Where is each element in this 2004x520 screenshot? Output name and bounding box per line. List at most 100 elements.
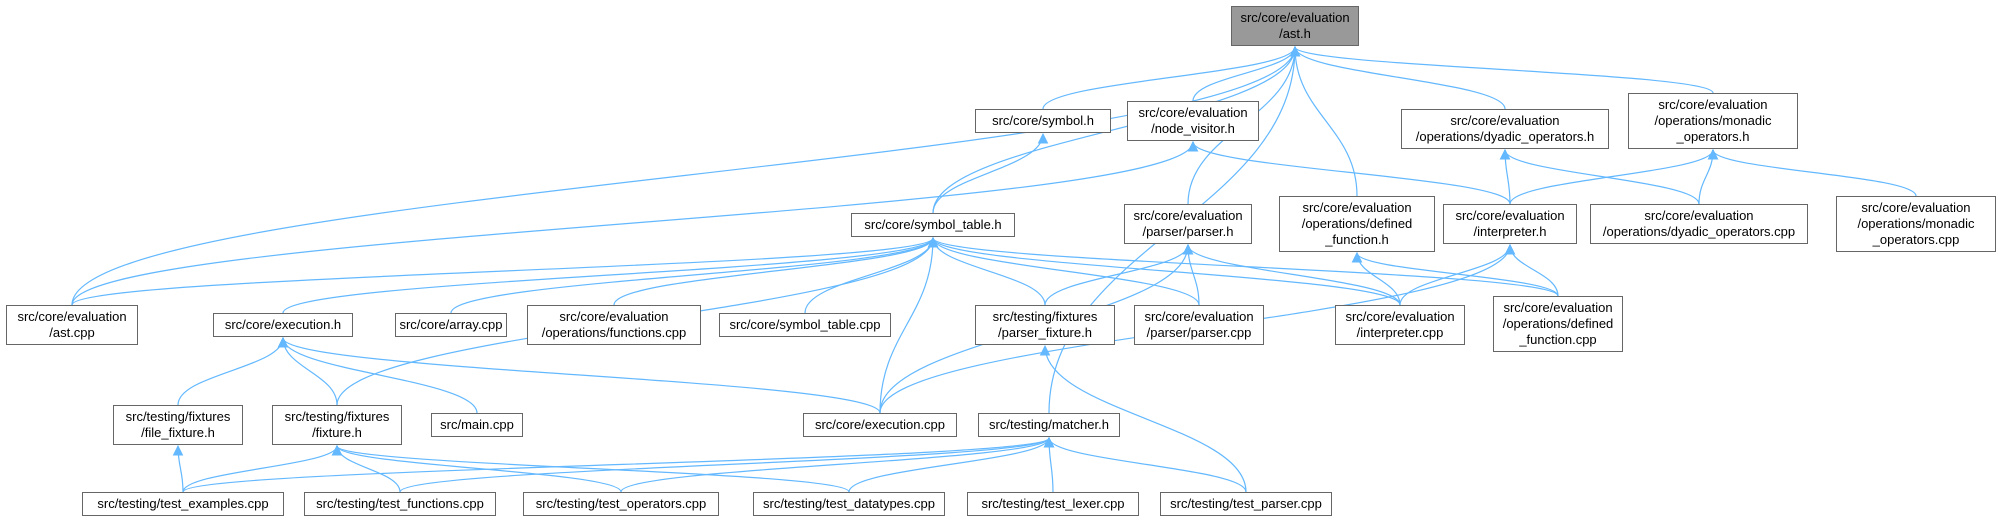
edge-test-functions-cpp-to-fixture-h xyxy=(331,444,401,493)
node-test-examples-cpp[interactable]: src/testing/test_examples.cpp xyxy=(82,492,284,516)
node-array-cpp[interactable]: src/core/array.cpp xyxy=(395,313,507,337)
node-label: src/core/evaluation /operations/defined … xyxy=(1502,300,1614,347)
node-label: src/testing/test_lexer.cpp xyxy=(981,496,1125,511)
node-label: src/core/evaluation /operations/dyadic_o… xyxy=(1602,208,1796,239)
node-label: src/core/evaluation /ast.h xyxy=(1240,10,1350,41)
node-label: src/main.cpp xyxy=(440,417,514,432)
node-ast-cpp[interactable]: src/core/evaluation /ast.cpp xyxy=(6,305,138,345)
edge-execution-h-to-symbol-table-h xyxy=(282,236,939,314)
node-label: src/core/evaluation /operations/monadic … xyxy=(1654,97,1772,144)
node-label: src/core/symbol_table.h xyxy=(864,217,1002,232)
node-label: src/testing/test_examples.cpp xyxy=(97,496,269,511)
node-parser-h[interactable]: src/core/evaluation /parser/parser.h xyxy=(1124,204,1252,244)
edge-main-cpp-to-execution-h xyxy=(277,336,478,414)
node-label: src/core/evaluation /interpreter.h xyxy=(1455,208,1565,239)
edge-ast-cpp-to-node-visitor-h xyxy=(71,140,1199,306)
edge-monadic-h-to-ast-h xyxy=(1289,45,1714,94)
node-fixture-h[interactable]: src/testing/fixtures /fixture.h xyxy=(272,405,402,445)
node-functions-cpp[interactable]: src/core/evaluation /operations/function… xyxy=(527,305,701,345)
edge-test-datatypes-cpp-to-matcher-h xyxy=(848,436,1055,493)
edge-test-operators-cpp-to-fixture-h xyxy=(331,444,622,493)
node-test-datatypes-cpp[interactable]: src/testing/test_datatypes.cpp xyxy=(753,492,945,516)
node-file-fixture-h[interactable]: src/testing/fixtures /file_fixture.h xyxy=(113,405,243,445)
node-label: src/testing/test_functions.cpp xyxy=(316,496,484,511)
edge-test-datatypes-cpp-to-fixture-h xyxy=(331,444,850,493)
edge-dyadic-cpp-to-dyadic-h xyxy=(1499,148,1700,205)
edge-defined-function-cpp-to-interpreter-h xyxy=(1504,243,1559,297)
node-label: src/core/symbol_table.cpp xyxy=(729,317,881,332)
node-label: src/testing/fixtures /file_fixture.h xyxy=(125,409,231,440)
edge-interpreter-h-to-node-visitor-h xyxy=(1187,140,1511,205)
node-test-functions-cpp[interactable]: src/testing/test_functions.cpp xyxy=(304,492,496,516)
node-defined-function-h[interactable]: src/core/evaluation /operations/defined … xyxy=(1279,196,1435,252)
node-test-lexer-cpp[interactable]: src/testing/test_lexer.cpp xyxy=(967,492,1139,516)
node-label: src/core/evaluation /parser/parser.h xyxy=(1133,208,1243,239)
node-label: src/testing/test_datatypes.cpp xyxy=(763,496,935,511)
edge-test-parser-cpp-to-parser-fixture-h xyxy=(1039,344,1247,493)
node-interpreter-cpp[interactable]: src/core/evaluation /interpreter.cpp xyxy=(1335,305,1465,345)
node-label: src/core/evaluation /operations/defined … xyxy=(1301,200,1413,247)
node-label: src/core/execution.cpp xyxy=(814,417,946,432)
edge-defined-function-h-to-ast-h xyxy=(1289,45,1358,197)
node-test-operators-cpp[interactable]: src/testing/test_operators.cpp xyxy=(523,492,719,516)
edge-dyadic-h-to-ast-h xyxy=(1289,45,1506,110)
node-matcher-h[interactable]: src/testing/matcher.h xyxy=(978,413,1120,437)
node-node-visitor-h[interactable]: src/core/evaluation /node_visitor.h xyxy=(1127,101,1259,141)
node-defined-function-cpp[interactable]: src/core/evaluation /operations/defined … xyxy=(1493,296,1623,352)
edge-test-examples-cpp-to-file-fixture-h xyxy=(172,444,184,493)
edge-symbol-h-to-ast-h xyxy=(1042,45,1301,110)
edge-test-functions-cpp-to-matcher-h xyxy=(399,436,1055,493)
edge-dyadic-cpp-to-monadic-h xyxy=(1698,148,1719,205)
node-label: src/core/evaluation /parser/parser.cpp xyxy=(1144,309,1254,340)
node-dyadic-h[interactable]: src/core/evaluation /operations/dyadic_o… xyxy=(1401,109,1609,149)
node-monadic-cpp[interactable]: src/core/evaluation /operations/monadic … xyxy=(1836,196,1996,252)
edge-parser-fixture-h-to-symbol-table-h xyxy=(927,236,1046,306)
edge-test-examples-cpp-to-matcher-h xyxy=(182,436,1055,493)
node-execution-h[interactable]: src/core/execution.h xyxy=(213,313,353,337)
node-label: src/core/evaluation /interpreter.cpp xyxy=(1345,309,1455,340)
node-label: src/core/evaluation /operations/monadic … xyxy=(1857,200,1975,247)
edge-execution-cpp-to-symbol-table-h xyxy=(879,236,939,414)
node-symbol-table-h[interactable]: src/core/symbol_table.h xyxy=(851,213,1015,237)
node-label: src/core/evaluation /ast.cpp xyxy=(17,309,127,340)
edge-interpreter-h-to-monadic-h xyxy=(1509,148,1719,205)
node-label: src/core/evaluation /node_visitor.h xyxy=(1138,105,1248,136)
node-label: src/core/execution.h xyxy=(224,317,342,332)
node-parser-cpp[interactable]: src/core/evaluation /parser/parser.cpp xyxy=(1134,305,1264,345)
edge-interpreter-h-to-dyadic-h xyxy=(1499,148,1511,205)
node-main-cpp[interactable]: src/main.cpp xyxy=(431,413,523,437)
edge-test-operators-cpp-to-matcher-h xyxy=(620,436,1055,493)
node-label: src/testing/test_operators.cpp xyxy=(535,496,707,511)
node-dyadic-cpp[interactable]: src/core/evaluation /operations/dyadic_o… xyxy=(1590,204,1808,244)
node-symbol-table-cpp[interactable]: src/core/symbol_table.cpp xyxy=(719,313,891,337)
edge-symbol-table-h-to-ast-h xyxy=(932,45,1301,214)
edge-parser-cpp-to-symbol-table-h xyxy=(927,236,1200,306)
node-ast-h: src/core/evaluation /ast.h xyxy=(1231,6,1359,46)
edge-array-cpp-to-symbol-table-h xyxy=(450,236,939,314)
edge-ast-cpp-to-symbol-table-h xyxy=(71,236,939,306)
edge-ast-cpp-to-ast-h xyxy=(71,45,1301,306)
edge-file-fixture-h-to-execution-h xyxy=(177,336,289,406)
node-label: src/testing/test_parser.cpp xyxy=(1170,496,1322,511)
edge-symbol-table-cpp-to-symbol-table-h xyxy=(804,236,939,314)
node-test-parser-cpp[interactable]: src/testing/test_parser.cpp xyxy=(1160,492,1332,516)
node-execution-cpp[interactable]: src/core/execution.cpp xyxy=(803,413,957,437)
edge-functions-cpp-to-symbol-table-h xyxy=(613,236,939,306)
node-label: src/testing/matcher.h xyxy=(989,417,1109,432)
node-parser-fixture-h[interactable]: src/testing/fixtures /parser_fixture.h xyxy=(975,305,1115,345)
node-interpreter-h[interactable]: src/core/evaluation /interpreter.h xyxy=(1443,204,1577,244)
edge-node-visitor-h-to-ast-h xyxy=(1192,45,1301,102)
edge-test-parser-cpp-to-matcher-h xyxy=(1043,436,1247,493)
edge-interpreter-cpp-to-parser-h xyxy=(1182,243,1401,306)
node-monadic-h[interactable]: src/core/evaluation /operations/monadic … xyxy=(1628,93,1798,149)
node-symbol-h[interactable]: src/core/symbol.h xyxy=(975,109,1111,133)
node-label: src/core/evaluation /operations/dyadic_o… xyxy=(1415,113,1595,144)
edge-fixture-h-to-execution-h xyxy=(277,336,338,406)
edge-monadic-cpp-to-monadic-h xyxy=(1707,148,1917,197)
edge-parser-fixture-h-to-parser-h xyxy=(1044,243,1194,306)
node-label: src/core/symbol.h xyxy=(992,113,1094,128)
node-label: src/core/evaluation /operations/function… xyxy=(541,309,687,340)
edge-execution-cpp-to-execution-h xyxy=(277,336,881,414)
